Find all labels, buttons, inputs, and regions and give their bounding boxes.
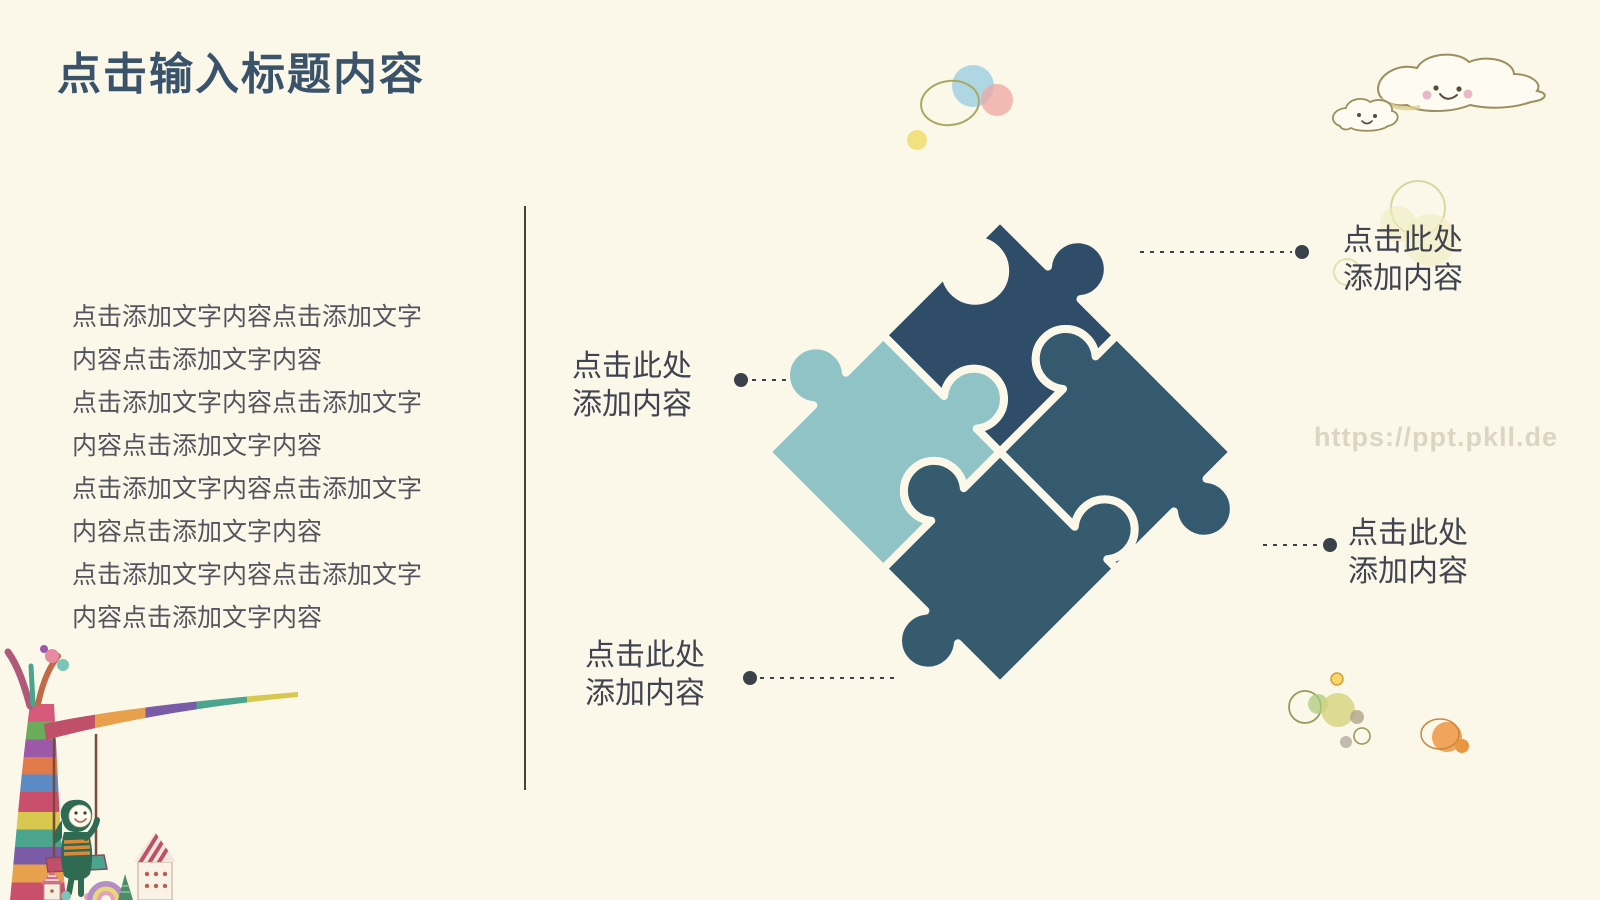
body-paragraph: 点击添加文字内容点击添加文字内容点击添加文字内容 [72,389,423,460]
page-title[interactable]: 点击输入标题内容 [57,50,425,99]
cloud-icon-large [1377,53,1546,112]
body-text-placeholder[interactable]: 点击添加文字内容点击添加文字内容点击添加文字内容 点击添加文字内容点击添加文字内… [72,296,440,640]
callout-dots [734,245,1337,685]
cloud-icon-small [1332,97,1399,132]
tree-swing-illustration [4,645,298,900]
puzzle-piece-bottom[interactable] [814,382,1152,720]
callout-line: 添加内容 [1348,555,1468,588]
vertical-divider [524,206,526,790]
callout-connectors [752,251,1320,679]
watermark: https://ppt.pkll.de [1314,422,1558,452]
callout-top-right[interactable]: 点击此处 添加内容 [1328,222,1478,298]
callout-line: 添加内容 [1343,262,1463,295]
callout-line: 添加内容 [572,388,692,421]
callout-left[interactable]: 点击此处 添加内容 [557,348,707,424]
decor-bubbles-top [907,65,1013,150]
body-paragraph: 点击添加文字内容点击添加文字内容点击添加文字内容 [72,475,423,546]
callout-line: 点击此处 [1343,224,1463,257]
decor-bubbles-right [1333,180,1456,286]
callout-line: 点击此处 [585,639,705,672]
body-paragraph: 点击添加文字内容点击添加文字内容点击添加文字内容 [72,561,423,632]
callout-line: 点击此处 [1348,517,1468,550]
callout-line: 添加内容 [585,677,705,710]
callout-line: 点击此处 [572,350,692,383]
callout-bottom-left[interactable]: 点击此处 添加内容 [570,637,720,713]
callout-right[interactable]: 点击此处 添加内容 [1333,515,1483,591]
decor-bubbles-bottom-right [1288,672,1469,753]
body-paragraph: 点击添加文字内容点击添加文字内容点击添加文字内容 [72,303,423,374]
puzzle-diagram [762,214,1238,720]
